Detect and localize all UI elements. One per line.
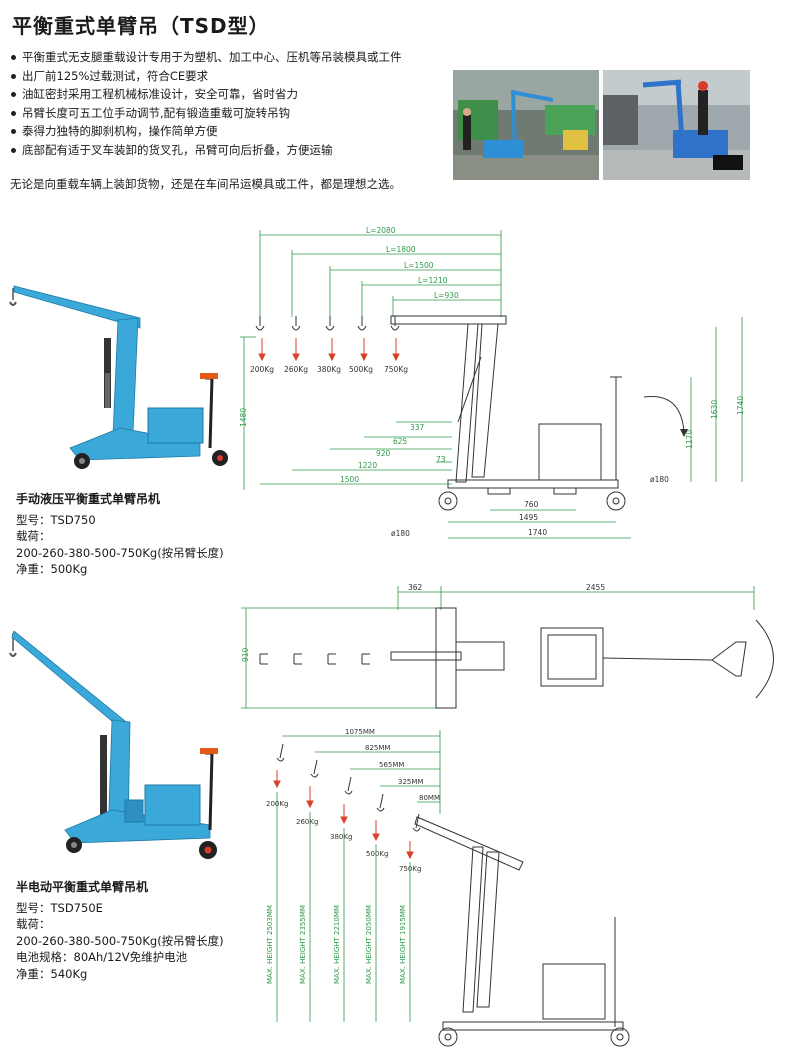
feature-item: 油缸密封采用工程机械标准设计，安全可靠，省时省力 [10, 85, 450, 104]
dim-label: 1500 [340, 475, 359, 484]
feature-item: 泰得力独特的脚刹机构，操作简单方便 [10, 122, 450, 141]
max-height-label: MAX. HEIGHT 2050MM [365, 905, 373, 984]
load-label: 380Kg [317, 365, 341, 374]
page-title: 平衡重式单臂吊（TSD型） [12, 14, 270, 38]
height-dim-right: 1630 [710, 400, 719, 419]
semi-electric-crane-specs: 半电动平衡重式单臂吊机 型号：TSD750E 载荷： 200-260-380-5… [16, 879, 224, 982]
product-name: 手动液压平衡重式单臂吊机 [16, 492, 161, 506]
feature-item: 平衡重式无支腿重载设计专用于为塑机、加工中心、压机等吊装模具或工件 [10, 48, 450, 67]
product-name: 半电动平衡重式单臂吊机 [16, 880, 149, 894]
dim-label: 920 [376, 449, 391, 458]
wheel-dim: ø180 [650, 475, 669, 484]
load-label: 380Kg [330, 833, 352, 841]
load-label: 260Kg [284, 365, 308, 374]
load-label: 500Kg [366, 850, 388, 858]
net-weight: 净重：500Kg [16, 562, 88, 576]
dim-label: 337 [410, 423, 425, 432]
load-label: 载荷： [16, 529, 51, 543]
base-dim: 760 [524, 500, 539, 509]
factory-photo-1 [453, 70, 599, 180]
semi-electric-elevation-drawing: 1075MM 825MM 565MM 325MM 80MM 200Kg 260K… [255, 722, 645, 1057]
reach-label: 80MM [419, 794, 440, 802]
reach-label: L=2080 [366, 226, 396, 235]
feature-item: 出厂前125%过载测试，符合CE要求 [10, 67, 450, 86]
dim-label: 362 [408, 583, 423, 592]
load-values: 200-260-380-500-750Kg(按吊臂长度) [16, 545, 224, 560]
dim-label: 1220 [358, 461, 377, 470]
base-dim: 1740 [528, 528, 547, 537]
dim-label: 910 [241, 647, 250, 662]
load-label: 750Kg [384, 365, 408, 374]
reach-label: L=1500 [404, 261, 434, 270]
feature-item: 底部配有适于叉车装卸的货叉孔，吊臂可向后折叠，方便运输 [10, 141, 450, 160]
manual-crane-specs: 手动液压平衡重式单臂吊机 型号：TSD750 载荷： 200-260-380-5… [16, 491, 224, 578]
height-dim-left: 1480 [239, 408, 248, 427]
model-number: 型号：TSD750 [16, 512, 96, 527]
reach-label: 325MM [398, 778, 423, 786]
max-height-label: MAX. HEIGHT 2503MM [266, 905, 274, 984]
reach-label: 825MM [365, 744, 390, 752]
reach-label: 565MM [379, 761, 404, 769]
load-label: 500Kg [349, 365, 373, 374]
max-height-label: MAX. HEIGHT 1915MM [399, 905, 407, 984]
summary-text: 无论是向重载车辆上装卸货物，还是在车间吊运模具或工件，都是理想之选。 [10, 177, 401, 191]
factory-photo-2 [603, 70, 750, 180]
load-values: 200-260-380-500-750Kg(按吊臂长度) [16, 933, 224, 948]
top-view-drawing: 362 2455 910 [236, 580, 781, 715]
reach-label: L=930 [434, 291, 459, 300]
height-dim-right: 1740 [736, 396, 745, 415]
max-height-label: MAX. HEIGHT 2355MM [299, 905, 307, 984]
base-dim: 1495 [519, 513, 538, 522]
side-elevation-drawing: L=2080 L=1800 L=1500 L=1210 L=930 200Kg … [236, 222, 756, 544]
load-label: 载荷： [16, 917, 51, 931]
feature-item: 吊臂长度可五工位手动调节,配有锻造重载可旋转吊钩 [10, 104, 450, 123]
net-weight: 净重：540Kg [16, 966, 88, 981]
reach-label: L=1800 [386, 245, 416, 254]
reach-label: 1075MM [345, 728, 375, 736]
model-number: 型号：TSD750E [16, 900, 103, 915]
height-dim-right: 1170 [685, 430, 694, 449]
semi-electric-crane-illustration [0, 625, 235, 870]
feature-list: 平衡重式无支腿重载设计专用于为塑机、加工中心、压机等吊装模具或工件 出厂前125… [10, 48, 450, 159]
max-height-label: MAX. HEIGHT 2210MM [333, 905, 341, 984]
wheel-dim: ø180 [391, 529, 410, 538]
manual-crane-illustration [0, 278, 235, 478]
load-label: 260Kg [296, 818, 318, 826]
battery-spec: 电池规格：80Ah/12V免维护电池 [16, 950, 188, 964]
dim-label: 73 [436, 455, 446, 464]
dim-label: 625 [393, 437, 408, 446]
dim-label: 2455 [586, 583, 605, 592]
load-label: 200Kg [250, 365, 274, 374]
reach-label: L=1210 [418, 276, 448, 285]
